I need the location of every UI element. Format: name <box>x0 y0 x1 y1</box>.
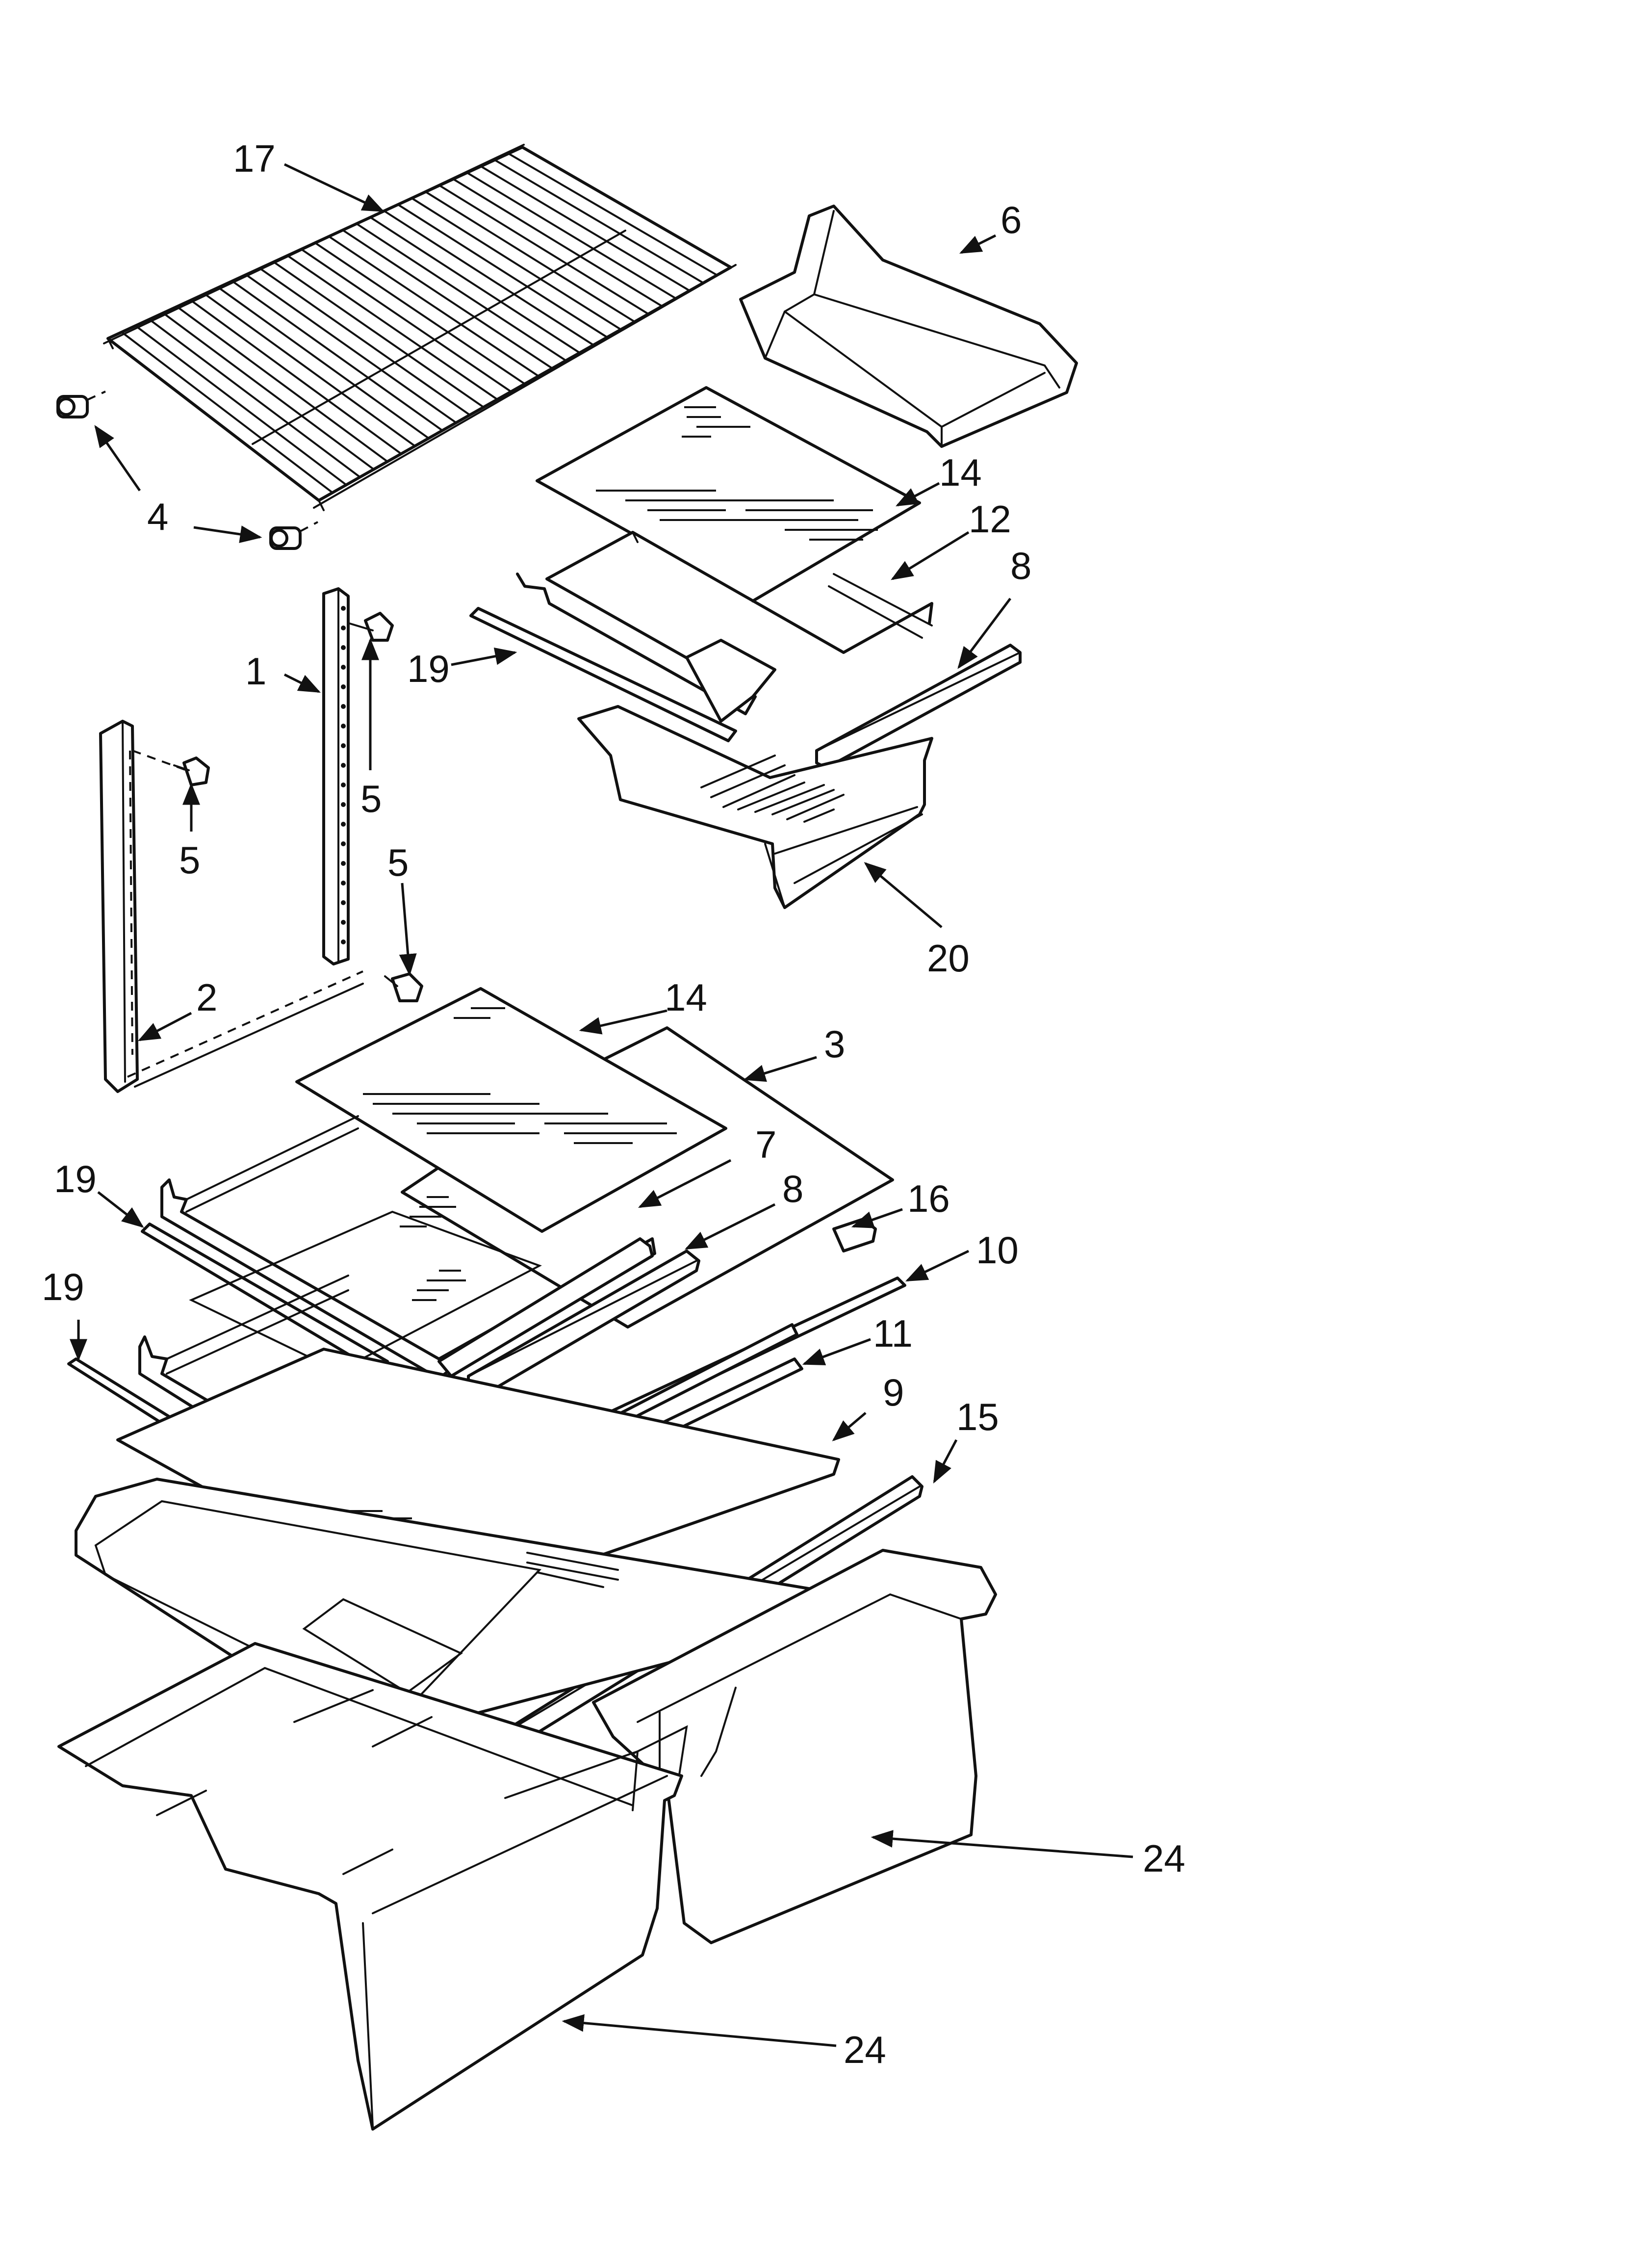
rail-hole <box>341 606 346 611</box>
callout-14-upper: 14 <box>939 451 982 494</box>
rail-7 <box>437 1237 654 1378</box>
rail-hole <box>341 645 346 650</box>
shelf-wire <box>121 331 334 494</box>
shelf-wire <box>204 293 416 447</box>
shelf-wire <box>217 287 430 440</box>
rail-hole <box>341 861 346 866</box>
callout-6: 6 <box>1001 198 1022 241</box>
callout-19-lower: 19 <box>42 1265 84 1308</box>
rail-hole <box>341 802 346 807</box>
rail-hole <box>341 724 346 729</box>
callout-24-upper: 24 <box>1143 1837 1185 1880</box>
callout-20: 20 <box>927 937 970 980</box>
shelf-wire <box>480 165 691 292</box>
shelf-wire <box>410 197 622 331</box>
rail-hole <box>341 704 346 709</box>
callouts: 17 6 4 14 12 8 19 1 5 5 5 2 20 14 3 7 19… <box>42 137 1185 2071</box>
rail-hole <box>341 626 346 630</box>
shelf-frame-upper <box>516 531 933 715</box>
callout-4: 4 <box>147 495 168 538</box>
callout-11: 11 <box>873 1312 913 1355</box>
shelf-wire <box>383 210 594 346</box>
shelf-wire <box>466 172 677 300</box>
callout-7: 7 <box>755 1123 776 1166</box>
shelf-wire <box>438 184 649 315</box>
callout-5-upper: 5 <box>360 777 382 820</box>
crisper-drawer-upper <box>577 639 933 909</box>
callout-16: 16 <box>907 1177 950 1220</box>
crisper-drawer-left <box>57 1642 683 2131</box>
shelf-wire <box>341 229 553 369</box>
shelf-wire <box>452 178 663 308</box>
glass-shelf-lower <box>295 987 727 1233</box>
callout-5-left: 5 <box>179 838 200 882</box>
shelf-wire <box>356 223 567 362</box>
storage-bin <box>739 205 1078 448</box>
rail-hole <box>341 743 346 748</box>
callout-8-lower: 8 <box>782 1167 803 1210</box>
rail-hole <box>341 881 346 886</box>
shelf-wire <box>148 318 361 478</box>
vertical-rail-2 <box>99 720 187 1093</box>
callout-24-lower: 24 <box>844 2028 886 2071</box>
rail-hole <box>341 822 346 827</box>
shelf-stud-left <box>56 391 106 418</box>
shelf-wire <box>314 242 526 385</box>
rail-hole <box>341 782 346 787</box>
callout-12: 12 <box>969 497 1011 541</box>
rail-upper <box>469 607 737 742</box>
screw-upper <box>347 612 394 642</box>
screw-lower <box>384 972 423 1002</box>
callout-5-lower: 5 <box>387 841 409 884</box>
rail-hole <box>341 939 346 944</box>
rail-hole <box>341 900 346 905</box>
shelf-wire <box>245 274 457 424</box>
shelf-wire <box>493 159 704 284</box>
shelf-stud-right <box>269 521 318 550</box>
callout-14-lower: 14 <box>665 976 707 1019</box>
rail-hole <box>341 763 346 768</box>
shelf-wire <box>424 191 636 323</box>
wire-shelf <box>103 144 737 511</box>
shelf-wire <box>369 216 581 354</box>
callout-19-middle: 19 <box>54 1157 97 1200</box>
rail-hole <box>341 665 346 670</box>
shelf-wire <box>328 235 539 377</box>
shelf-wire <box>397 204 608 339</box>
callout-19-upper: 19 <box>407 647 450 690</box>
vertical-rail-1 <box>322 587 350 965</box>
shelf-wire <box>176 306 388 463</box>
callout-1: 1 <box>245 650 266 693</box>
shelf-wire <box>507 153 718 276</box>
shelf-wire <box>258 267 471 416</box>
callout-9: 9 <box>883 1371 904 1414</box>
callout-3: 3 <box>824 1022 845 1066</box>
rail-8-upper <box>815 644 1022 769</box>
shelf-wire <box>273 261 485 408</box>
rail-hole <box>341 841 346 846</box>
callout-15: 15 <box>956 1395 999 1438</box>
rail-hole <box>341 684 346 689</box>
shelf-wire <box>286 255 498 401</box>
rail-hole <box>341 920 346 925</box>
shelf-wire <box>300 248 512 393</box>
screw-left <box>173 756 210 786</box>
shelf-panel-3 <box>127 970 894 1329</box>
shelf-wire <box>231 280 443 432</box>
leader-lines <box>70 163 1133 2047</box>
shelf-wire <box>190 299 402 455</box>
callout-2: 2 <box>196 976 217 1019</box>
callout-8-upper: 8 <box>1010 544 1031 587</box>
callout-17: 17 <box>233 137 276 180</box>
shelf-wire <box>134 325 347 486</box>
shelf-wire <box>162 312 375 470</box>
rail-16 <box>832 1218 877 1252</box>
callout-10: 10 <box>976 1228 1019 1272</box>
